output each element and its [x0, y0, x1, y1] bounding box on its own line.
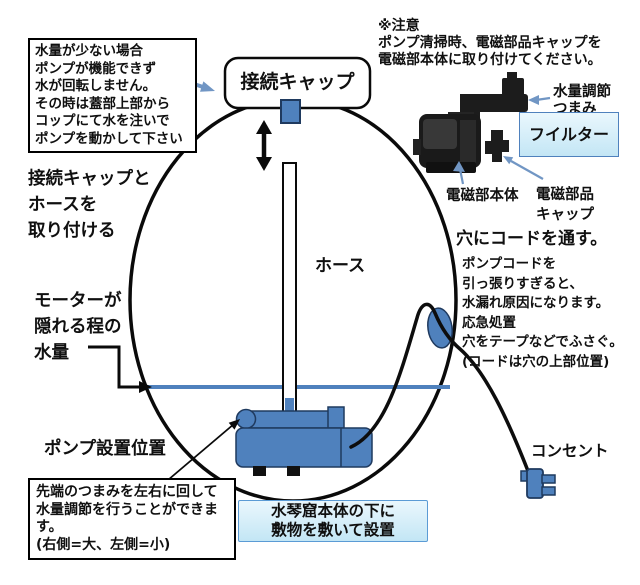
pump-photo	[413, 72, 528, 173]
solenoid-cap-arrow-icon	[503, 156, 544, 180]
pump-foot-left	[253, 466, 266, 476]
cap-nozzle	[280, 99, 301, 124]
filter-label-box: フイルター	[519, 112, 619, 157]
pump-pipe-step	[327, 406, 345, 429]
motor-water-level-label: モーターが 隠れる程の 水量	[34, 291, 122, 363]
water-level-arrow-icon	[88, 345, 152, 393]
hose-label: ホース	[315, 256, 366, 276]
pump-foot-right	[287, 466, 300, 476]
up-down-arrow-icon	[256, 120, 272, 171]
knob-adjust-note: 先端のつまみを左右に回して 水量調節を行うことができます。 (右側=大、左側=小…	[28, 478, 236, 560]
connection-cap-label: 接続キャップ	[240, 71, 355, 94]
hose-tube	[282, 162, 297, 414]
cord-hole-title: 穴にコードを通す。	[456, 229, 608, 249]
pump-assembly	[235, 406, 373, 476]
hose-connector	[285, 398, 294, 412]
solenoid-cap-photo	[485, 130, 509, 162]
cord-hole-note: ポンプコードを 引っ張りすぎると、 水漏れ原因になります。 応急処置 穴をテープ…	[462, 256, 623, 370]
solenoid-body-arrow-icon	[453, 161, 465, 185]
outlet-label: コンセント	[531, 442, 609, 460]
plug-icon	[520, 468, 556, 499]
knob-callout-arrow-icon	[528, 95, 551, 105]
caution-note: ※注意 ポンプ清掃時、電磁部品キャップを 電磁部本体に取り付けてください。	[378, 18, 602, 68]
knob-pointer-arrow-icon	[167, 419, 240, 481]
pump-body	[235, 427, 373, 468]
cord-hole	[427, 307, 453, 349]
attach-cap-hose-label: 接続キャップと ホースを 取り付ける	[28, 169, 151, 241]
low-water-note: 水量が少ない場合 ポンプが機能できず 水が回転しません。 その時は蓋部上部から …	[28, 38, 197, 153]
pump-position-label: ポンプ設置位置	[44, 439, 166, 459]
mat-note-box: 水琴窟本体の下に 敷物を敷いて設置	[238, 500, 428, 542]
solenoid-cap-label: 電磁部品 キャップ	[536, 187, 594, 223]
flow-adjust-knob	[235, 408, 257, 430]
power-cord	[349, 302, 530, 473]
solenoid-body-label: 電磁部本体	[446, 188, 519, 204]
